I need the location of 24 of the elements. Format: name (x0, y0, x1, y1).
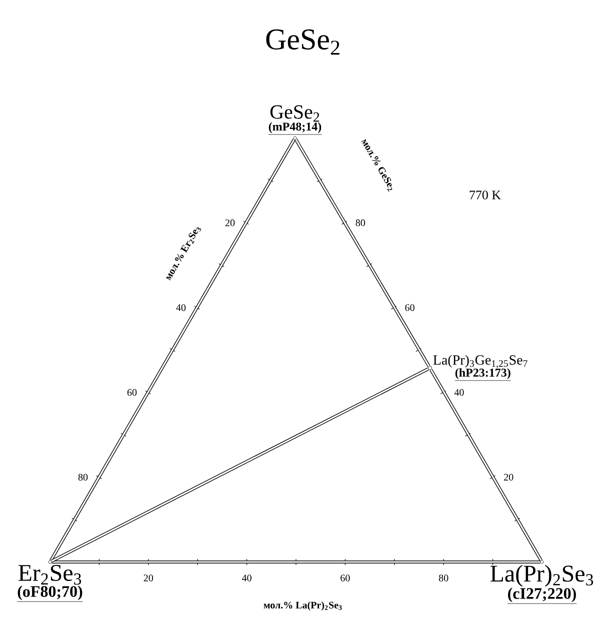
axis-label: мол.% La(Pr)$_{2}$Se$_{3}$ (264, 601, 342, 611)
tick-label: 80 (438, 574, 448, 582)
tick-label: 20 (144, 574, 154, 582)
vertex-label: Er$_{2}$Se$_{3}$ (oF80;70) (16, 560, 84, 602)
tie-line (294, 138, 430, 368)
tie-line (430, 368, 542, 562)
tick-label: 80 (78, 474, 88, 481)
vertex-label: GeSe$_{2}$ (mP48;14) (268, 105, 322, 140)
tick-label: 40 (176, 304, 186, 311)
tie-line (50, 138, 296, 562)
tick-label: 20 (504, 474, 514, 481)
tick-label: 20 (225, 219, 235, 226)
tick-label: 80 (356, 219, 366, 226)
tick-label: 60 (405, 304, 414, 311)
tick-label: 60 (340, 574, 350, 582)
title: GeSe$_{2}$ (266, 29, 340, 55)
tie-line (52, 560, 540, 564)
tie-line (50, 368, 429, 563)
vertex-label: La(Pr)$_{3}$Ge$_{1,25}$Se$_{7}$ (hP23:173) (428, 354, 528, 381)
tick-label: 40 (454, 389, 464, 396)
tick-label: 40 (242, 574, 252, 582)
vertex-label: La(Pr)$_{2}$Se$_{3}$ (cI27;220) (490, 560, 594, 604)
temperature-label: 770 K (470, 190, 501, 200)
tick-label: 60 (127, 389, 137, 396)
